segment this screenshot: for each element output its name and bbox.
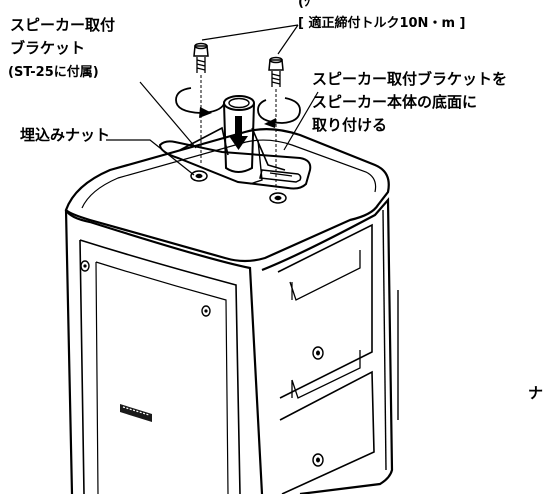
instruction-label: スピーカー取付ブラケットを スピーカー本体の底面に 取り付ける	[312, 70, 507, 134]
instruction-line3: 取り付ける	[312, 116, 387, 134]
side-rivet	[312, 346, 324, 360]
embedded-nut	[269, 192, 287, 204]
bracket-name-line2: ブラケット	[10, 39, 85, 57]
instruction-line1: スピーカー取付ブラケットを	[312, 70, 507, 88]
down-arrow-icon	[229, 116, 248, 150]
torque-partial-text: (ﾂ	[298, 0, 311, 10]
embedded-nut-label: 埋込みナット	[20, 126, 110, 144]
front-rivet	[201, 305, 211, 317]
edge-char: ナ	[528, 384, 543, 402]
side-rivet	[312, 453, 324, 467]
screw-icon	[268, 56, 284, 190]
bracket-label: スピーカー取付 ブラケット (ST-25に付属)	[8, 16, 115, 80]
front-rivet	[80, 260, 90, 272]
bracket-note: (ST-25に付属)	[8, 64, 99, 80]
torque-note: [ 適正締付トルク10N・m ]	[298, 15, 465, 31]
screw-icon	[193, 42, 209, 165]
leader-lines	[106, 24, 319, 176]
embedded-nut	[190, 170, 208, 182]
instruction-line2: スピーカー本体の底面に	[312, 93, 477, 111]
speaker-body	[64, 128, 399, 496]
rotation-arrow-icon	[257, 97, 301, 128]
speaker-bracket	[158, 95, 312, 190]
rotation-arrow-icon	[175, 87, 225, 118]
bracket-name-line1: スピーカー取付	[10, 16, 115, 34]
logo-plate	[120, 404, 152, 422]
